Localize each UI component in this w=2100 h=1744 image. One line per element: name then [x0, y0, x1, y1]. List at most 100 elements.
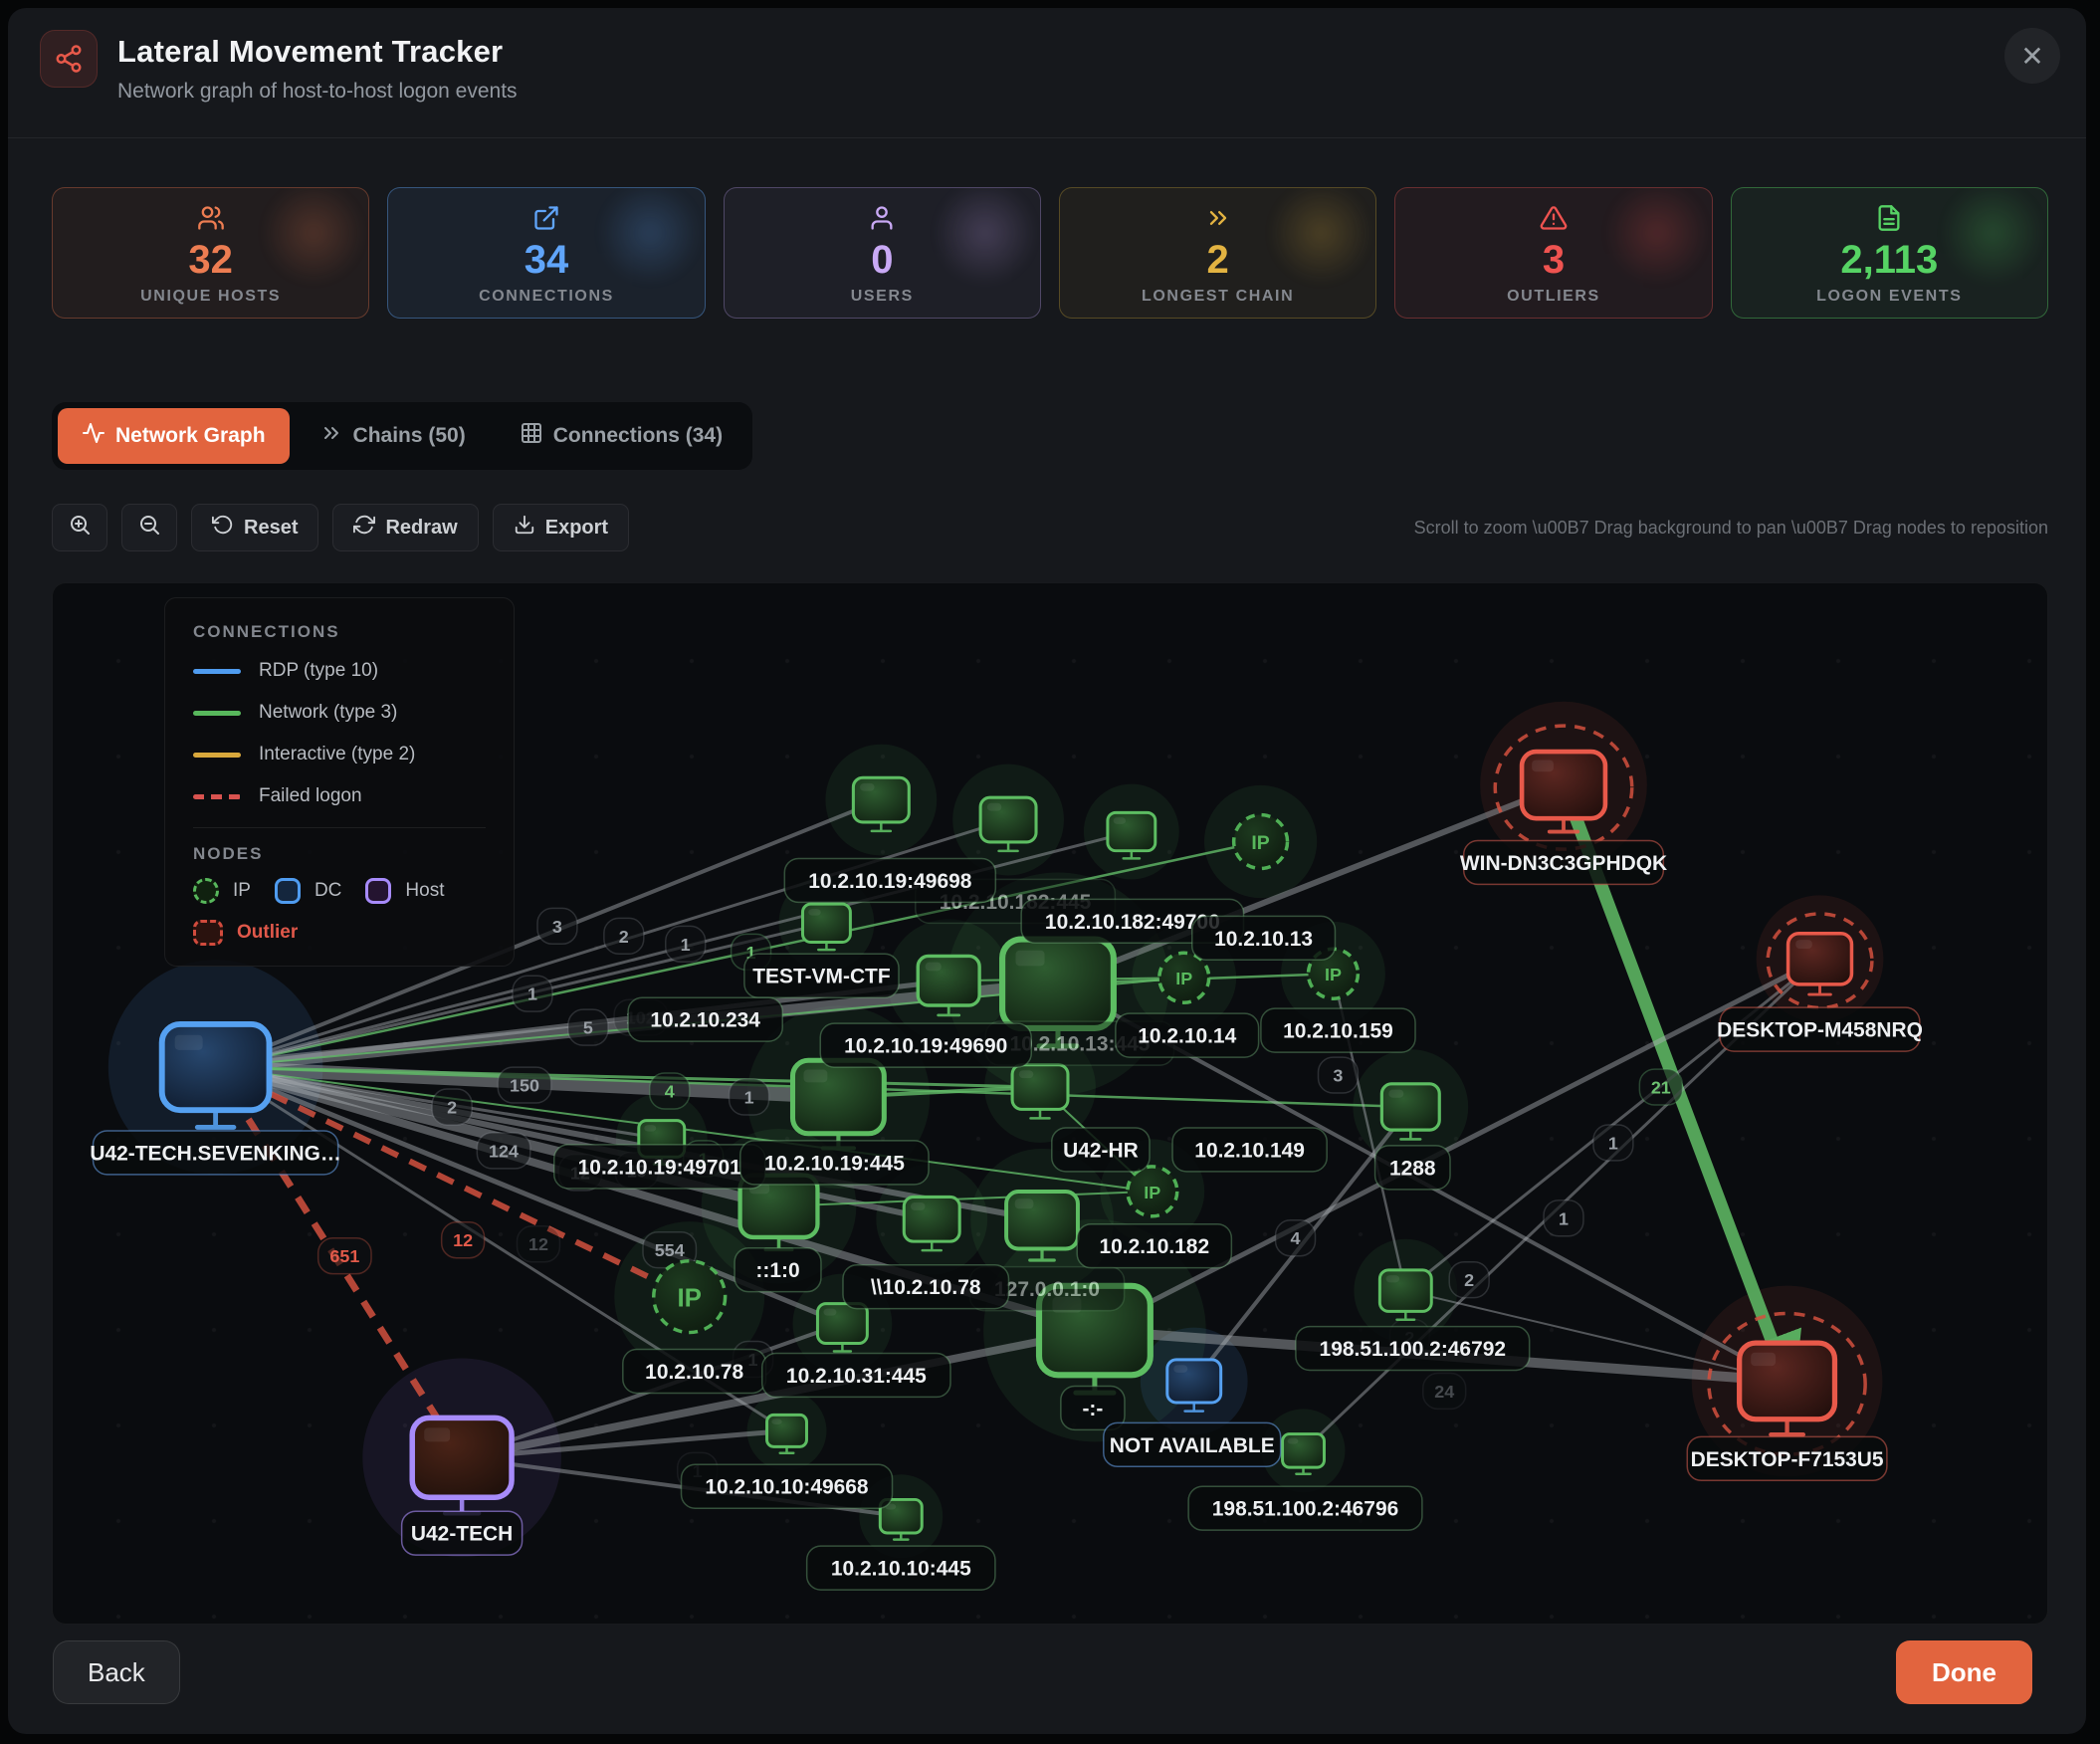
failed-line-swatch [193, 793, 241, 799]
stat-label: USERS [850, 288, 914, 305]
edge-weight-label: 1 [1543, 1199, 1584, 1237]
lateral-movement-tracker-modal: Lateral Movement Tracker Network graph o… [8, 8, 2086, 1734]
grid-icon [520, 421, 543, 451]
interactive-line-swatch [193, 752, 241, 758]
zoom-out-button[interactable] [121, 504, 177, 551]
graph-node-gmed3[interactable] [1004, 1190, 1080, 1262]
svg-text:10.2.10.13: 10.2.10.13 [1214, 928, 1313, 951]
svg-text:2: 2 [619, 927, 629, 947]
graph-node-ip2[interactable]: IP [1157, 951, 1211, 1004]
edge-weight-label: 124 [476, 1132, 531, 1170]
svg-text:10.2.10.10:49668: 10.2.10.10:49668 [705, 1476, 868, 1499]
edge-weight-label: 1 [1592, 1124, 1634, 1162]
svg-text:10.2.10.14: 10.2.10.14 [1138, 1025, 1236, 1048]
download-icon [514, 514, 535, 542]
user-icon [725, 204, 1040, 234]
graph-node-win[interactable] [1493, 724, 1634, 851]
graph-edge-dc-main-ipbig [207, 1062, 691, 1300]
close-button[interactable]: ✕ [2004, 28, 2060, 84]
redraw-button[interactable]: Redraw [332, 504, 479, 551]
graph-node-ip1[interactable]: IP [1231, 812, 1290, 871]
stat-card-connections: 34 CONNECTIONS [387, 187, 706, 319]
stat-label: OUTLIERS [1507, 288, 1600, 305]
legend-outlier-row: Outlier [193, 920, 486, 946]
users-icon [53, 204, 368, 234]
reset-label: Reset [244, 516, 299, 539]
node-label: 10.2.10.182 [1076, 1223, 1233, 1269]
stat-card-users: 0 USERS [723, 187, 1041, 319]
graph-node-g11[interactable] [765, 1413, 808, 1454]
graph-node-ip3[interactable]: IP [1306, 947, 1361, 1000]
legend-item-interactive: Interactive (type 2) [193, 744, 486, 765]
done-button[interactable]: Done [1896, 1640, 2032, 1704]
svg-text:1: 1 [1608, 1133, 1618, 1153]
node-label: 10.2.10.78 [622, 1348, 767, 1395]
reset-button[interactable]: Reset [191, 504, 319, 551]
legend-item-rdp: RDP (type 10) [193, 660, 486, 682]
svg-text:\\10.2.10.78: \\10.2.10.78 [871, 1276, 981, 1299]
svg-text:1: 1 [746, 943, 756, 963]
graph-node-g9[interactable] [815, 1302, 869, 1353]
node-label: 10.2.10.19:49698 [783, 857, 997, 904]
graph-node-g5[interactable] [916, 954, 981, 1017]
export-button[interactable]: Export [492, 504, 630, 551]
graph-node-host1[interactable] [409, 1415, 515, 1516]
export-label: Export [544, 516, 609, 539]
graph-node-g13[interactable] [1281, 1432, 1326, 1476]
graph-node-m458[interactable] [1766, 912, 1874, 1010]
tab-connections[interactable]: Connections (34) [496, 408, 746, 464]
zoom-in-button[interactable] [52, 504, 107, 551]
tab-network-graph[interactable]: Network Graph [58, 408, 290, 464]
graph-panel[interactable]: 3211110251504121241219112125546511132111… [52, 582, 2048, 1625]
tab-chains[interactable]: Chains (50) [296, 408, 490, 464]
activity-icon [82, 421, 105, 451]
ip-node-swatch [193, 878, 219, 904]
node-label: \\10.2.10.78 [842, 1263, 1010, 1310]
graph-node-g3[interactable] [1106, 810, 1157, 860]
legend-divider [193, 827, 486, 828]
stat-card-unique-hosts: 32 UNIQUE HOSTS [52, 187, 370, 319]
graph-node-ip4[interactable]: IP [1126, 1165, 1179, 1218]
graph-node-g1[interactable] [851, 775, 911, 833]
graph-node-g4[interactable] [800, 902, 852, 952]
node-label: 10.2.10.10:49668 [680, 1463, 894, 1509]
network-line-swatch [193, 710, 241, 716]
edge-weight-label: 3 [536, 907, 578, 946]
graph-node-g12[interactable] [878, 1497, 924, 1541]
graph-node-g6[interactable] [1010, 1063, 1070, 1120]
svg-text:10.2.10.10:445: 10.2.10.10:445 [831, 1558, 971, 1581]
legend-label: Failed logon [259, 785, 362, 806]
svg-text:10.2.10.182: 10.2.10.182 [1099, 1235, 1209, 1258]
legend-nodes-title: NODES [193, 844, 264, 863]
outlier-label: Outlier [237, 922, 299, 943]
graph-node-dc-main[interactable] [158, 1020, 273, 1130]
redraw-label: Redraw [385, 516, 458, 539]
header-divider [8, 137, 2086, 138]
svg-text:10.2.10.13:445: 10.2.10.13:445 [1010, 1033, 1151, 1056]
graph-node-gbig2[interactable] [1035, 1282, 1154, 1396]
graph-node-g2[interactable] [978, 795, 1038, 853]
stat-value: 2 [1206, 238, 1229, 282]
legend-node-types: IP DC Host [193, 878, 486, 904]
page-title: Lateral Movement Tracker [117, 34, 504, 69]
graph-node-ipbig[interactable]: IP [652, 1258, 728, 1335]
rdp-line-swatch [193, 668, 241, 674]
graph-toolbar: Reset Redraw Export Scroll to zoom \u00B… [52, 502, 2048, 553]
graph-hint-text: Scroll to zoom \u00B7 Drag background to… [1413, 517, 2048, 538]
back-button[interactable]: Back [53, 1640, 180, 1704]
svg-text:12: 12 [453, 1230, 473, 1250]
graph-node-gmed1[interactable] [789, 1057, 887, 1151]
node-label: 198.51.100.2:46796 [1187, 1485, 1423, 1531]
graph-node-g7[interactable] [1379, 1082, 1441, 1141]
edge-weight-label: 2 [1448, 1260, 1490, 1299]
stat-card-outliers: 3 OUTLIERS [1394, 187, 1713, 319]
network-graph[interactable]: 3211110251504121241219112125546511132111… [53, 583, 2047, 1624]
svg-text:DESKTOP-M458NRQ: DESKTOP-M458NRQ [1717, 1019, 1923, 1042]
svg-text:651: 651 [329, 1246, 359, 1266]
graph-node-f7153[interactable] [1707, 1311, 1867, 1456]
stat-label: UNIQUE HOSTS [140, 288, 282, 305]
graph-node-g14[interactable] [1377, 1268, 1433, 1321]
graph-node-dc2[interactable] [1165, 1358, 1223, 1413]
graph-edge-g11-host1 [454, 1427, 790, 1469]
graph-node-g8[interactable] [902, 1195, 961, 1252]
